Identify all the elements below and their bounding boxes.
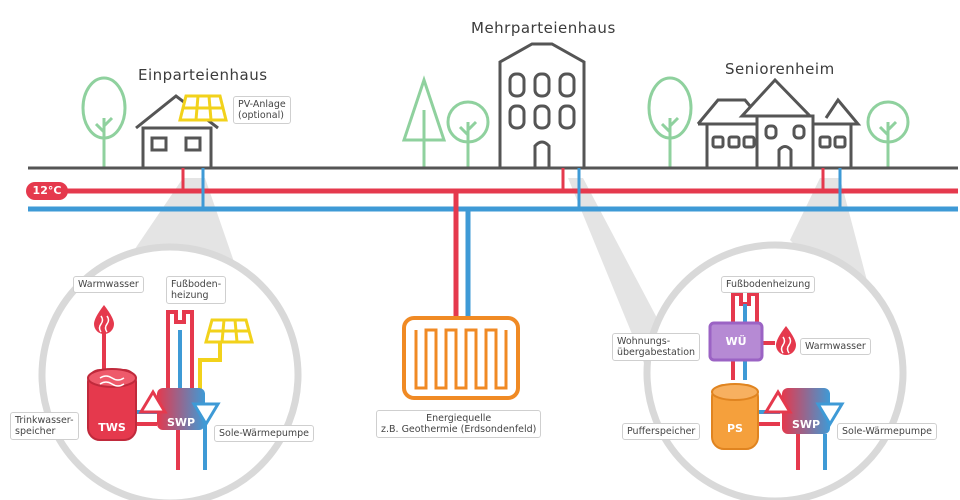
pv-panel-icon <box>178 94 228 122</box>
energy-source-line1: Energiequelle <box>426 413 492 424</box>
label-fussboden-line1: Fußboden- <box>171 279 222 290</box>
apartment-building-icon <box>498 42 586 168</box>
swp-label-right: SWP <box>791 418 821 431</box>
title-mehrparteienhaus: Mehrparteienhaus <box>471 19 616 37</box>
ps-buffer-tank-icon <box>711 383 759 450</box>
label-sole-waermepumpe-right: Sole-Wärmepumpe <box>837 423 937 440</box>
tree-icon <box>81 75 910 168</box>
energy-source-label: Energiequelle z.B. Geothermie (Erdsonden… <box>376 410 542 438</box>
label-fussbodenheizung-left: Fußboden- heizung <box>166 276 227 304</box>
pv-label-line2: (optional) <box>238 110 284 121</box>
house-icon <box>135 94 219 170</box>
label-warmwasser-right: Warmwasser <box>800 338 871 355</box>
ps-label: PS <box>727 422 743 435</box>
pv-label: PV-Anlage (optional) <box>233 96 291 124</box>
label-wohnung-line2: übergabestation <box>617 347 696 358</box>
warmwater-drop-icon-right <box>776 326 796 355</box>
label-trinkwasserspeicher: Trinkwasser- speicher <box>10 412 79 440</box>
senior-home-icon <box>696 77 862 170</box>
wu-label: WÜ <box>725 335 747 348</box>
label-sole-waermepumpe-left: Sole-Wärmepumpe <box>214 425 314 442</box>
swp-heatpump-icon-left <box>138 388 221 430</box>
geothermal-probe-icon <box>402 316 520 400</box>
right-detail-pipes <box>731 292 827 470</box>
label-fussbodenheizung-right: Fußbodenheizung <box>721 276 816 293</box>
swp-heatpump-icon-right <box>763 388 845 434</box>
title-einparteienhaus: Einparteienhaus <box>138 66 268 84</box>
warmwater-drop-icon-left <box>94 305 114 334</box>
label-fussboden-line2: heizung <box>171 290 209 301</box>
label-pufferspeicher: Pufferspeicher <box>622 423 701 440</box>
energy-source-line2: z.B. Geothermie (Erdsondenfeld) <box>381 424 537 435</box>
label-trinkwasser-line1: Trinkwasser- <box>15 415 74 426</box>
building-connections <box>181 168 842 209</box>
tws-label: TWS <box>98 421 126 434</box>
tws-tank-icon <box>87 368 137 441</box>
wu-station-icon <box>708 321 764 362</box>
label-wohnung-line1: Wohnungs- <box>617 336 671 347</box>
title-seniorenheim: Seniorenheim <box>725 60 835 78</box>
temperature-badge: 12°C <box>26 182 68 200</box>
pv-panel-icon-left-detail <box>204 318 254 344</box>
pv-label-line1: PV-Anlage <box>238 99 286 110</box>
label-warmwasser-left: Warmwasser <box>73 276 144 293</box>
swp-label-left: SWP <box>166 416 196 429</box>
label-trinkwasser-line2: speicher <box>15 426 56 437</box>
label-wohnungsuebergabestation: Wohnungs- übergabestation <box>612 333 701 361</box>
